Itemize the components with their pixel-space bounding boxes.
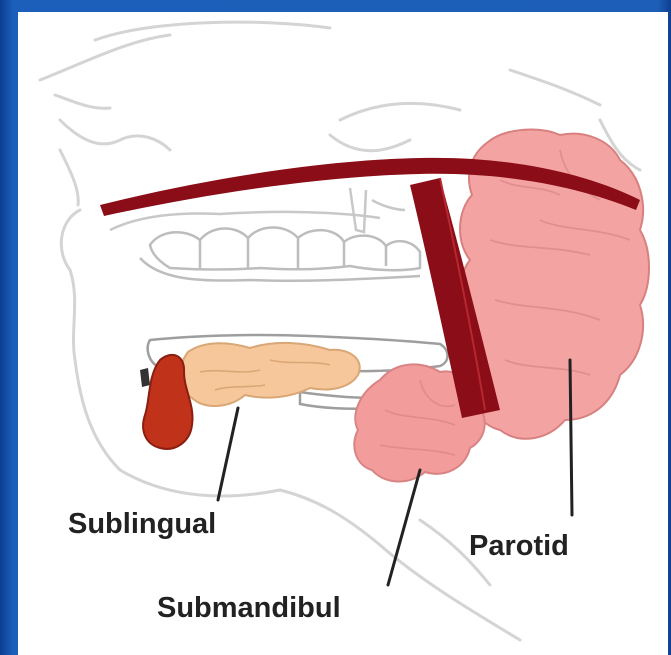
parotid-label: Parotid: [469, 530, 569, 563]
sublingual-pointer: [218, 408, 238, 500]
submandibul-pointer: [388, 470, 420, 585]
mandible-marker: [140, 355, 193, 449]
parotid-pointer: [570, 360, 572, 515]
upper-teeth: [140, 228, 420, 281]
sublingual-label: Sublingual: [68, 508, 216, 541]
submandibul-label: Submandibul: [157, 592, 341, 625]
